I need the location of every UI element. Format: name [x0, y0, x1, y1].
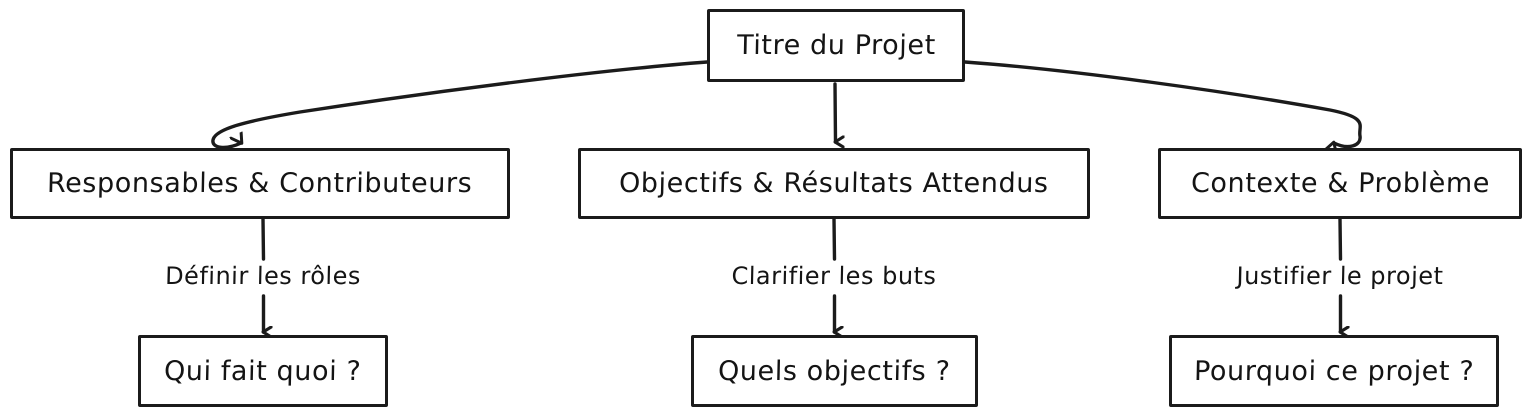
edge-titre-to-responsables: [211, 60, 709, 150]
node-titre-du-projet-label: Titre du Projet: [736, 30, 936, 61]
edge-responsables-to-qui: [261, 217, 266, 261]
node-qui-fait-quoi-label: Qui fait quoi ?: [163, 355, 362, 387]
edge-label-justifier-le-projet-text: Justifier le projet: [1236, 262, 1444, 290]
node-titre-du-projet[interactable]: Titre du Projet: [707, 9, 965, 82]
node-contexte-probleme-label: Contexte & Problème: [1190, 168, 1490, 199]
edge-label-definir-les-roles-text: Définir les rôles: [164, 262, 362, 290]
edge-objectifs-to-quels: [832, 217, 837, 261]
node-responsables-contributeurs[interactable]: Responsables & Contributeurs: [10, 148, 510, 219]
edge-label-clarifier-les-buts-text: Clarifier les buts: [731, 262, 937, 290]
edge-label-clarifier-les-buts: Clarifier les buts: [724, 262, 944, 290]
edge-label-justifier-le-projet: Justifier le projet: [1229, 262, 1451, 290]
edge-titre-to-objectifs: [833, 82, 836, 142]
edge-contexte-to-pourquoi: [1338, 217, 1343, 261]
node-quels-objectifs[interactable]: Quels objectifs ?: [691, 335, 978, 407]
node-responsables-contributeurs-label: Responsables & Contributeurs: [46, 168, 473, 199]
node-qui-fait-quoi[interactable]: Qui fait quoi ?: [138, 335, 388, 407]
node-pourquoi-ce-projet-label: Pourquoi ce projet ?: [1193, 355, 1475, 387]
edge-label-definir-les-roles: Définir les rôles: [157, 262, 369, 290]
node-objectifs-resultats-label: Objectifs & Résultats Attendus: [618, 168, 1050, 199]
node-objectifs-resultats[interactable]: Objectifs & Résultats Attendus: [578, 148, 1090, 219]
node-contexte-probleme[interactable]: Contexte & Problème: [1158, 148, 1522, 219]
edge-titre-to-contexte: [963, 60, 1362, 147]
node-pourquoi-ce-projet[interactable]: Pourquoi ce projet ?: [1169, 335, 1499, 407]
node-quels-objectifs-label: Quels objectifs ?: [717, 355, 952, 387]
